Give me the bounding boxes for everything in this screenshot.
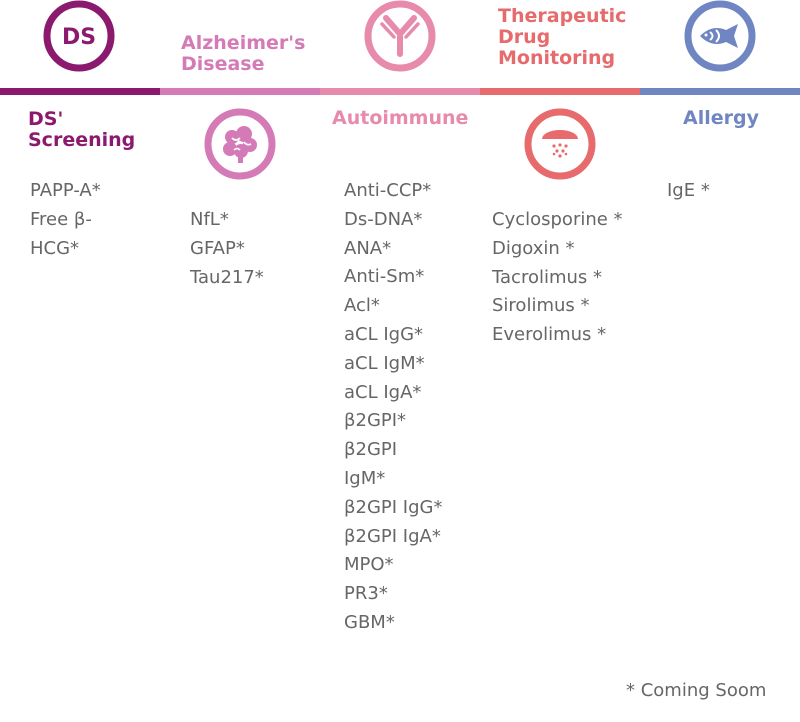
- list-item: β2GPI: [344, 439, 398, 461]
- list-item: β2GPI*: [344, 410, 407, 432]
- list-item: Digoxin *: [492, 237, 575, 259]
- list-item: Free β-: [30, 208, 92, 230]
- list-item: Ds-DNA*: [344, 208, 423, 230]
- alzheimers-title-line1: Alzheimer's: [181, 32, 306, 54]
- ds-badge-label: DS: [62, 25, 96, 50]
- alzheimers-list: NfL* GFAP* Tau217*: [190, 206, 264, 292]
- autoimmune-list: Anti-CCP* Ds-DNA* ANA* Anti-Sm* Acl* aCL…: [344, 177, 442, 638]
- list-item: IgE *: [667, 180, 710, 201]
- list-item: Sirolimus *: [492, 295, 590, 317]
- list-item: Acl*: [344, 295, 380, 317]
- alzheimers-title: Alzheimer's Disease: [181, 33, 305, 75]
- list-item: ANA*: [344, 237, 392, 259]
- allergy-color-bar: [640, 88, 800, 95]
- autoimmune-color-bar: [320, 88, 480, 95]
- list-item: β2GPI IgA*: [344, 525, 441, 547]
- list-item: Anti-CCP*: [344, 180, 432, 201]
- therapeutic-title-line3: Monitoring: [498, 47, 616, 69]
- therapeutic-list: Cyclosporine * Digoxin * Tacrolimus * Si…: [492, 206, 623, 350]
- ds-list: PAPP-A* Free β- HCG*: [30, 177, 101, 263]
- list-item: GBM*: [344, 611, 395, 633]
- ds-color-bar: [0, 88, 160, 95]
- list-item: Cyclosporine *: [492, 209, 623, 230]
- ds-title-line1: DS': [28, 108, 64, 130]
- therapeutic-title: Therapeutic Drug Monitoring: [498, 6, 626, 69]
- list-item: β2GPI IgG*: [344, 496, 443, 518]
- ds-title-line2: Screening: [28, 129, 136, 151]
- ds-badge-icon: DS: [43, 0, 115, 72]
- list-item: GFAP*: [190, 237, 245, 259]
- list-item: Anti-Sm*: [344, 266, 425, 288]
- therapeutic-color-bar: [480, 88, 640, 95]
- ds-title: DS' Screening: [28, 109, 135, 151]
- allergy-fish-icon: [684, 0, 756, 72]
- autoimmune-title: Autoimmune: [332, 107, 469, 129]
- list-item: aCL IgA*: [344, 381, 422, 403]
- allergy-title: Allergy: [683, 107, 759, 129]
- list-item: aCL IgM*: [344, 352, 425, 374]
- coming-soon-footnote: * Coming Soom: [626, 680, 767, 701]
- capsule-icon: [524, 108, 596, 180]
- list-item: NfL*: [190, 209, 229, 230]
- alzheimers-title-line2: Disease: [181, 53, 265, 75]
- allergy-list: IgE *: [667, 177, 710, 206]
- list-item: Tau217*: [190, 266, 264, 288]
- antibody-icon: [364, 0, 436, 72]
- list-item: PR3*: [344, 583, 388, 605]
- list-item: PAPP-A*: [30, 180, 101, 201]
- list-item: HCG*: [30, 237, 80, 259]
- list-item: IgM*: [344, 467, 386, 489]
- list-item: MPO*: [344, 554, 394, 576]
- list-item: Everolimus *: [492, 324, 607, 346]
- list-item: Tacrolimus *: [492, 266, 603, 288]
- alzheimers-color-bar: [160, 88, 320, 95]
- brain-icon: [204, 108, 276, 180]
- therapeutic-title-line1: Therapeutic: [498, 5, 627, 27]
- list-item: aCL IgG*: [344, 323, 424, 345]
- therapeutic-title-line2: Drug: [498, 26, 551, 48]
